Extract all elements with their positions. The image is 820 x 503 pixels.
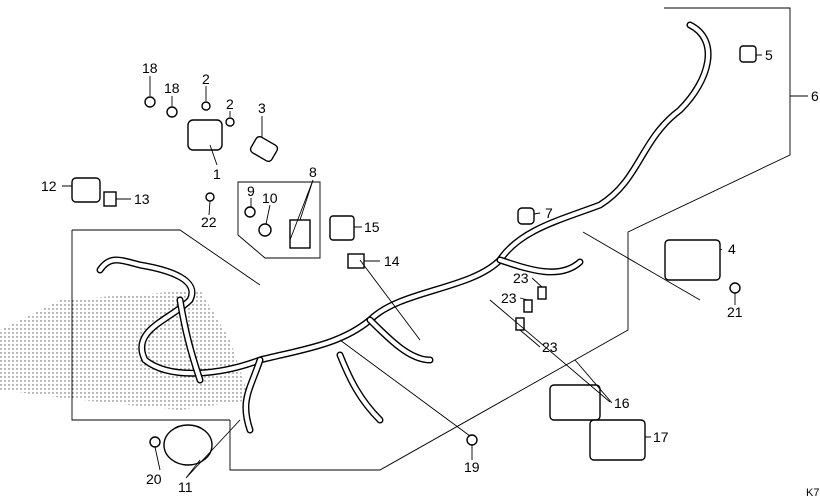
main-wire-harness — [96, 21, 712, 434]
part-1-switch — [187, 119, 223, 151]
callout-12: 12 — [41, 178, 57, 194]
callout-16: 16 — [614, 395, 630, 411]
callout-10: 10 — [262, 190, 278, 206]
part-21-bolt — [729, 282, 741, 294]
callout-9: 9 — [247, 183, 255, 199]
callout-18: 18 — [142, 60, 158, 76]
part-2-screw — [225, 117, 235, 127]
part-4-regulator — [664, 239, 721, 281]
callout-23: 23 — [542, 339, 558, 355]
part-22-bolt — [205, 192, 215, 202]
callout-8: 8 — [309, 164, 317, 180]
callout-5: 5 — [765, 47, 773, 63]
frame-shading — [0, 290, 250, 410]
part-18-washer — [166, 106, 178, 118]
group-outline-left — [71, 229, 261, 421]
callout-19: 19 — [464, 459, 480, 475]
part-2-screw — [201, 101, 211, 111]
part-13-clip — [103, 191, 117, 207]
part-18-bolt — [144, 96, 156, 108]
callout-2: 2 — [226, 96, 234, 112]
callout-7: 7 — [545, 205, 553, 221]
part-17-fuse-box — [589, 419, 646, 461]
part-15-connector — [329, 215, 355, 241]
part-23-fuse — [523, 299, 533, 313]
part-9-bolt — [244, 206, 256, 218]
callout-11: 11 — [178, 479, 193, 495]
callout-14: 14 — [384, 253, 400, 269]
part-11-horn — [163, 424, 213, 466]
part-5-cap — [739, 45, 757, 63]
group-outline-8 — [237, 181, 321, 259]
part-20-bolt — [149, 436, 161, 448]
callout-23: 23 — [501, 290, 517, 306]
callout-21: 21 — [727, 304, 743, 320]
part-10-nut — [258, 223, 272, 237]
callout-2: 2 — [202, 71, 210, 87]
callout-15: 15 — [364, 219, 380, 235]
part-7-grommet — [517, 207, 535, 225]
part-14-connector — [347, 253, 365, 269]
diagram-code: K7 — [806, 487, 819, 499]
callout-3: 3 — [258, 100, 266, 116]
callout-1: 1 — [213, 166, 221, 182]
part-19-bolt — [466, 434, 478, 446]
part-8-bracket — [289, 219, 311, 249]
callout-23: 23 — [513, 270, 529, 286]
callout-18: 18 — [164, 80, 180, 96]
callout-13: 13 — [134, 191, 150, 207]
group-outline-4 — [582, 231, 701, 301]
part-12-cover — [71, 177, 101, 203]
callout-20: 20 — [146, 471, 162, 487]
part-16-relay — [549, 384, 601, 421]
part-3-cable — [249, 135, 279, 163]
callout-4: 4 — [728, 241, 736, 257]
callout-22: 22 — [201, 214, 217, 230]
part-23-fuse — [537, 286, 547, 300]
callout-6: 6 — [811, 88, 819, 104]
callout-17: 17 — [653, 429, 669, 445]
group-outline-6 — [229, 7, 791, 471]
leader-lines — [62, 54, 808, 479]
